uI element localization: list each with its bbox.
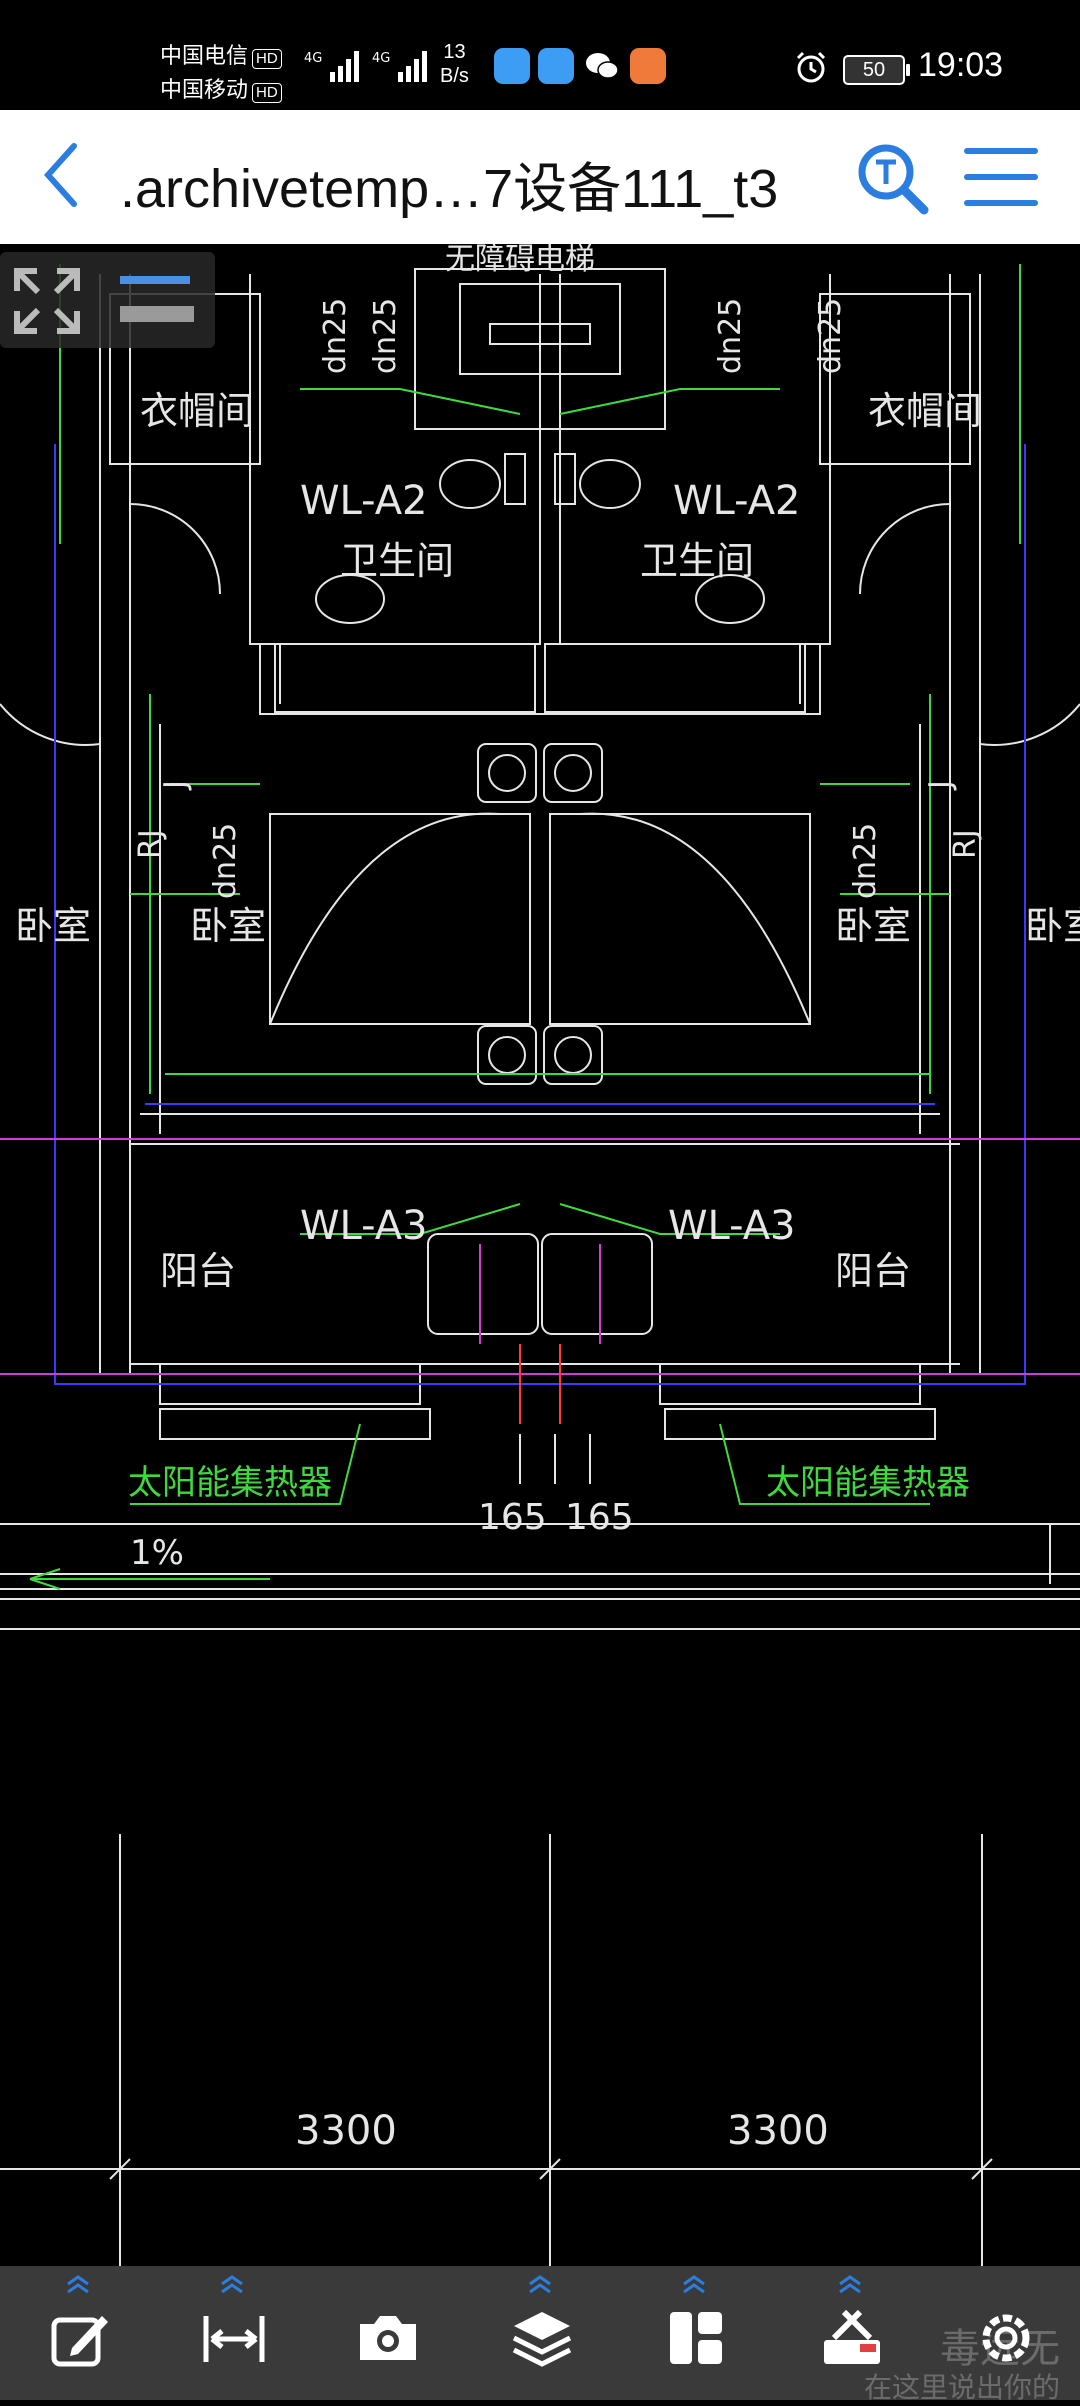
fullscreen-icon[interactable] [12, 266, 82, 336]
label-rj-right: RJ [948, 829, 983, 859]
label-bedroom-far-left: 卧室 [15, 904, 91, 948]
label-dim-3300-left: 3300 [295, 2108, 397, 2154]
health-app-icon [630, 48, 666, 84]
label-pipe-a3-left: WL-A3 [300, 1203, 428, 1249]
label-bedroom-right: 卧室 [835, 904, 911, 948]
file-title: .archivetemp…7设备111_t3 [120, 159, 779, 219]
label-dim-165-left: 165 [478, 1497, 547, 1538]
toolbox-icon [824, 2309, 880, 2364]
label-pipe-a2-right: WL-A2 [673, 478, 801, 524]
svg-text:4G: 4G [304, 51, 322, 66]
cad-drawing-canvas[interactable]: 衣帽间 衣帽间 卫生间 卫生间 卧室 卧室 卧室 卧室 阳台 阳台 无障碍电梯 … [0, 244, 1080, 2266]
title-bar: .archivetemp…7设备111_t3 [0, 110, 1080, 244]
layout-button[interactable] [634, 2266, 754, 2400]
cad-drawing: 衣帽间 衣帽间 卫生间 卫生间 卧室 卧室 卧室 卧室 阳台 阳台 无障碍电梯 … [0, 244, 1080, 2266]
label-balcony-left: 阳台 [160, 1249, 236, 1293]
watermark-text: 毒远无 [940, 2326, 1060, 2372]
gear-icon [982, 2314, 1030, 2362]
menu-icon[interactable] [962, 146, 1040, 208]
layer-toggle-icon[interactable] [118, 274, 196, 324]
wechat-icon [586, 53, 619, 79]
settings-button[interactable] [944, 2266, 1064, 2400]
label-cloak-room-right: 衣帽间 [868, 389, 982, 433]
label-j-right: J [923, 780, 958, 791]
edit-icon [51, 2316, 108, 2367]
bottom-toolbar: 毒远无 在这里说出你的 [0, 2266, 1080, 2404]
svg-text:4G: 4G [372, 51, 390, 66]
layers-icon [512, 2312, 572, 2367]
layout-icon [670, 2312, 722, 2364]
label-dn25-2: dn25 [368, 298, 403, 374]
label-pipe-a2-left: WL-A2 [300, 478, 428, 524]
network-speed: 13 B/s [440, 41, 469, 87]
label-pipe-a3-right: WL-A3 [668, 1203, 796, 1249]
measure-icon [203, 2316, 265, 2362]
label-dn25-1: dn25 [318, 298, 353, 374]
label-rj-left: RJ [133, 829, 168, 859]
watermark-subtext: 在这里说出你的 [863, 2371, 1060, 2404]
label-bathroom-left: 卫生间 [340, 539, 454, 583]
label-bathroom-right: 卫生间 [640, 539, 754, 583]
app-notification-icon-2 [538, 48, 574, 84]
label-solar-right: 太阳能集热器 [766, 1463, 970, 1503]
label-solar-left: 太阳能集热器 [128, 1463, 332, 1503]
label-bedroom-far-right: 卧室 [1025, 904, 1080, 948]
app-notification-icon [494, 48, 530, 84]
screenshot-button[interactable] [326, 2266, 446, 2400]
label-dn25-6: dn25 [848, 823, 883, 899]
layers-button[interactable] [480, 2266, 600, 2400]
tools-button[interactable] [790, 2266, 910, 2400]
back-arrow-icon[interactable] [40, 140, 80, 210]
label-dn25-4: dn25 [813, 298, 848, 374]
label-bedroom-left: 卧室 [190, 904, 266, 948]
clock: 19:03 [918, 46, 1004, 84]
signal-icon-2: 4G [372, 51, 427, 82]
label-dim-165-right: 165 [565, 1497, 634, 1538]
chevron-up-icon [683, 2275, 705, 2294]
signal-icon: 4G [304, 51, 359, 82]
battery-indicator: 50 [843, 55, 910, 85]
label-balcony-right: 阳台 [835, 1249, 911, 1293]
label-elevator: 无障碍电梯 [445, 244, 595, 277]
chevron-up-icon [839, 2275, 861, 2294]
label-slope: 1% [130, 1533, 184, 1573]
chevron-up-icon [221, 2275, 243, 2294]
view-controls-panel [0, 252, 215, 348]
text-search-icon[interactable] [852, 138, 932, 218]
measure-button[interactable] [172, 2266, 292, 2400]
chevron-up-icon [529, 2275, 551, 2294]
camera-icon [360, 2316, 416, 2360]
edit-button[interactable] [18, 2266, 138, 2400]
label-dim-3300-right: 3300 [727, 2108, 829, 2154]
label-cloak-room-left: 衣帽间 [140, 389, 254, 433]
alarm-icon [796, 51, 826, 83]
label-dn25-5: dn25 [208, 823, 243, 899]
chevron-up-icon [67, 2275, 89, 2294]
label-j-left: J [158, 780, 193, 791]
label-dn25-3: dn25 [713, 298, 748, 374]
